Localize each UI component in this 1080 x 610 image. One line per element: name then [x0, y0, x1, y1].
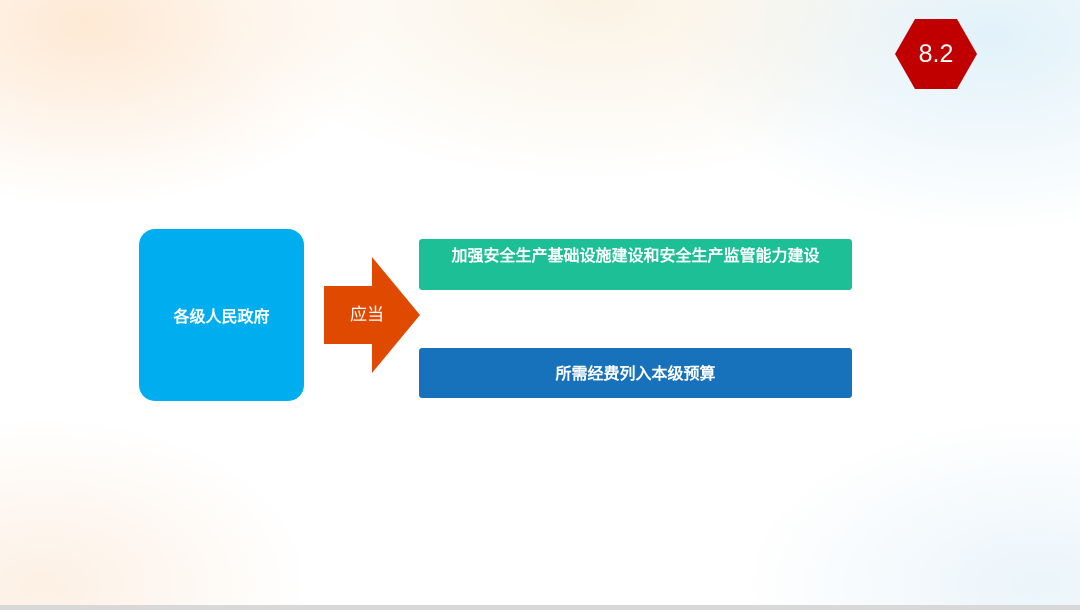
connector-arrow: 应当: [324, 257, 420, 373]
target-label-infrastructure: 加强安全生产基础设施建设和安全生产监管能力建设: [451, 246, 820, 265]
target-box-infrastructure: 加强安全生产基础设施建设和安全生产监管能力建设: [419, 239, 852, 290]
target-box-budget: 所需经费列入本级预算: [419, 348, 852, 398]
target-label-budget: 所需经费列入本级预算: [555, 363, 716, 383]
hexagon-shape: [895, 19, 977, 89]
source-box: 各级人民政府: [139, 229, 304, 401]
section-number: 8.2: [918, 40, 954, 68]
section-number-badge: 8.2: [895, 19, 977, 89]
source-label: 各级人民政府: [173, 307, 270, 326]
bottom-scroll-edge: [0, 605, 1080, 610]
connector-label: 应当: [350, 305, 384, 325]
right-arrow-icon: [324, 257, 420, 373]
